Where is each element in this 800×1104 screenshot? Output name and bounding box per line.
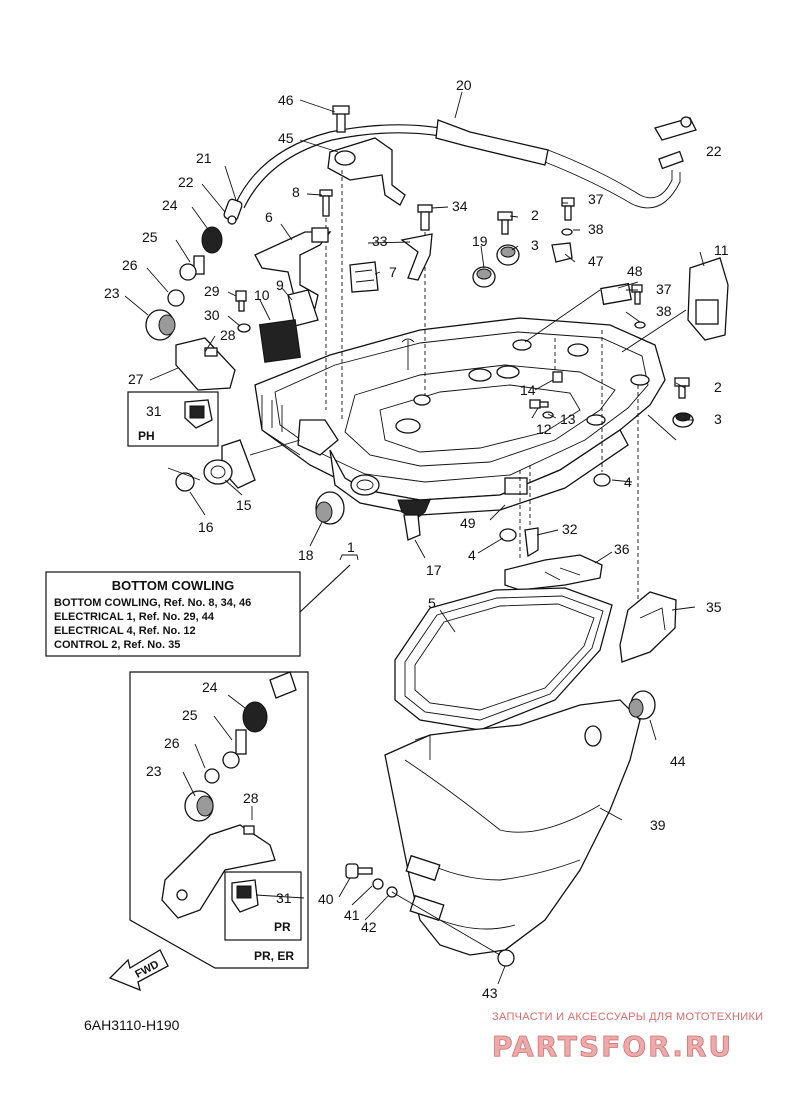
callout-49: 49	[460, 515, 476, 531]
callout-9: 9	[276, 277, 284, 293]
bracket-6	[254, 227, 332, 309]
callout-43: 43	[482, 985, 498, 1001]
callout-4: 4	[468, 547, 476, 563]
callout-22: 22	[706, 143, 722, 159]
callout-6: 6	[265, 209, 273, 225]
callout-37: 37	[656, 281, 672, 297]
callout-27: 27	[128, 371, 144, 387]
callout-24: 24	[202, 679, 218, 695]
lower-cowling-39	[384, 699, 641, 956]
callout-34: 34	[452, 198, 468, 214]
callout-8: 8	[292, 184, 300, 200]
clamps-middle	[235, 233, 433, 363]
callout-25: 25	[142, 229, 158, 245]
callout-38: 38	[656, 303, 672, 319]
callout-3: 3	[531, 237, 539, 253]
right-side-hardware	[472, 197, 729, 610]
callout-47: 47	[588, 253, 604, 269]
callout-31: 31	[146, 403, 162, 419]
callout-48: 48	[627, 263, 643, 279]
callout-28: 28	[220, 327, 236, 343]
callout-4: 4	[624, 474, 632, 490]
diagram-code: 6AH3110-H190	[84, 1017, 180, 1033]
inset-label-pr-er: PR, ER	[254, 949, 294, 963]
note-line: ELECTRICAL 4, Ref. No. 12	[54, 625, 196, 637]
fwd-arrow-icon	[108, 949, 169, 992]
note-box	[45, 554, 359, 657]
watermark-tagline: ЗАПЧАСТИ И АКСЕССУАРЫ ДЛЯ МОТОТЕХНИКИ	[492, 1011, 763, 1023]
watermark: ЗАПЧАСТИ И АКСЕССУАРЫ ДЛЯ МОТОТЕХНИКИ PA…	[492, 1011, 763, 1063]
callout-36: 36	[614, 541, 630, 557]
callout-labels: 46 20 45 21 22 22 8 34 37 2 24 6 38 33 1…	[104, 77, 729, 1001]
callout-23: 23	[146, 763, 162, 779]
callout-10: 10	[254, 287, 270, 303]
callout-24: 24	[162, 197, 178, 213]
note-line: CONTROL 2, Ref. No. 35	[54, 639, 180, 651]
callout-12: 12	[536, 421, 552, 437]
callout-42: 42	[361, 919, 377, 935]
callout-28: 28	[243, 790, 259, 806]
ph-inset	[127, 391, 219, 447]
pr-er-inset	[129, 671, 309, 969]
callout-23: 23	[104, 285, 120, 301]
callout-33: 33	[372, 233, 388, 249]
callout-7: 7	[389, 264, 397, 280]
callout-1: 1	[347, 539, 355, 555]
callout-26: 26	[122, 257, 138, 273]
callout-20: 20	[456, 77, 472, 93]
grommets-15-16	[167, 439, 301, 492]
screws-40-43	[345, 690, 656, 967]
callout-37: 37	[588, 191, 604, 207]
callout-29: 29	[204, 283, 220, 299]
note-title: BOTTOM COWLING	[112, 578, 235, 593]
callout-15: 15	[236, 497, 252, 513]
grommet-assembly-left	[145, 226, 236, 391]
grommet-18	[315, 491, 431, 541]
callout-13: 13	[560, 411, 576, 427]
bracket-45	[327, 105, 406, 420]
callout-11: 11	[714, 242, 729, 258]
callout-3: 3	[714, 411, 722, 427]
callout-32: 32	[562, 521, 578, 537]
covers-35-36	[504, 554, 677, 663]
callout-16: 16	[198, 519, 214, 535]
callout-26: 26	[164, 735, 180, 751]
fuel-hose-assembly	[223, 116, 697, 225]
callout-41: 41	[344, 907, 360, 923]
leader-lines	[124, 91, 705, 985]
lower-hardware	[499, 465, 539, 560]
callout-44: 44	[670, 753, 686, 769]
callout-17: 17	[426, 562, 442, 578]
callout-46: 46	[278, 92, 294, 108]
callout-2: 2	[531, 207, 539, 223]
callout-40: 40	[318, 891, 334, 907]
inset-label-ph: PH	[138, 429, 155, 443]
callout-5: 5	[428, 595, 436, 611]
callout-22: 22	[178, 174, 194, 190]
callout-21: 21	[196, 150, 212, 166]
bottom-cowling-tray	[254, 317, 666, 516]
inset-label-pr: PR	[274, 920, 291, 934]
callout-14: 14	[520, 382, 536, 398]
note-line: ELECTRICAL 1, Ref. No. 29, 44	[54, 611, 215, 623]
callout-39: 39	[650, 817, 666, 833]
callout-45: 45	[278, 130, 294, 146]
note-line: BOTTOM COWLING, Ref. No. 8, 34, 46	[54, 597, 251, 609]
note-box-text: BOTTOM COWLING BOTTOM COWLING, Ref. No. …	[54, 578, 251, 651]
bolts-upper	[319, 189, 433, 410]
callout-38: 38	[588, 221, 604, 237]
callout-18: 18	[298, 547, 314, 563]
callout-35: 35	[706, 599, 722, 615]
callout-31: 31	[276, 890, 292, 906]
callout-25: 25	[182, 707, 198, 723]
callout-2: 2	[714, 379, 722, 395]
watermark-brand: PARTSFOR.RU	[492, 1030, 733, 1063]
callout-30: 30	[204, 307, 220, 323]
callout-19: 19	[472, 233, 488, 249]
